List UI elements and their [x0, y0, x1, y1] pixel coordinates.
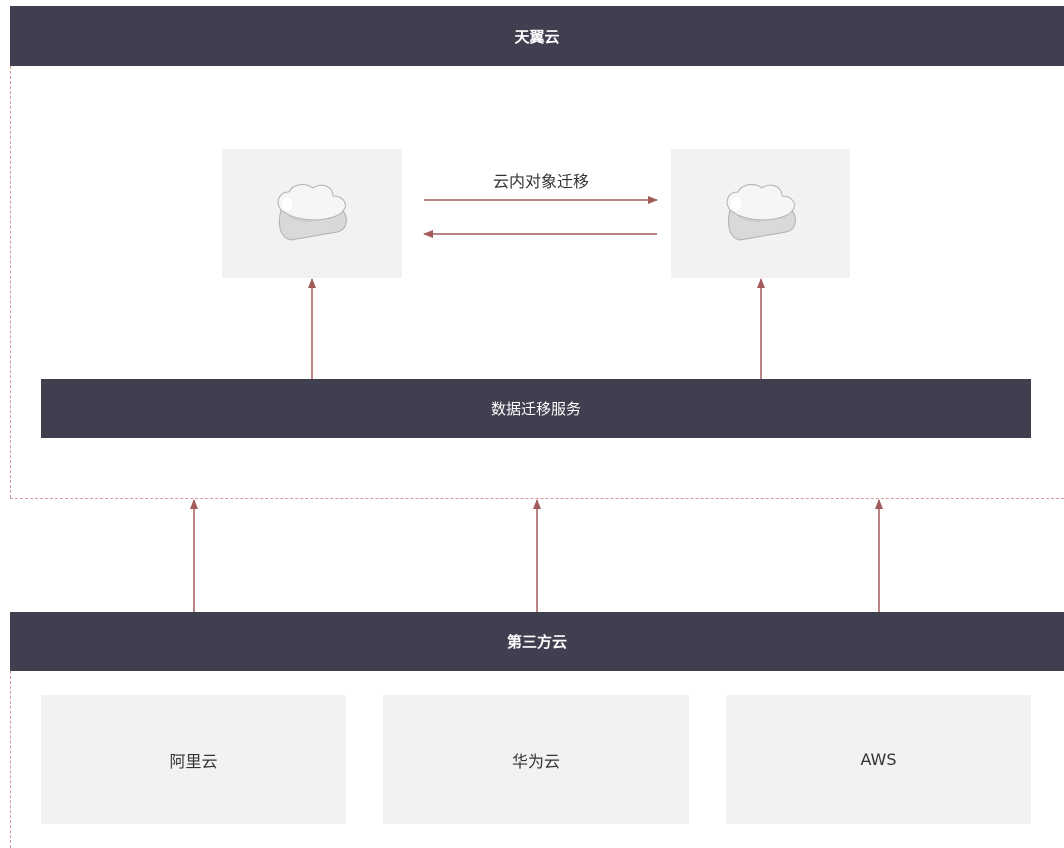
provider-box-aliyun: 阿里云: [41, 695, 346, 824]
provider-label: AWS: [860, 750, 897, 769]
data-migration-service-bar: 数据迁移服务: [41, 379, 1031, 438]
provider-label: 阿里云: [169, 751, 218, 771]
top-region-title: 天翼云: [514, 27, 560, 46]
top-region-header: 天翼云: [10, 6, 1064, 66]
top-region-left-border: [10, 66, 11, 498]
provider-label: 华为云: [511, 751, 560, 771]
cloud-icon: [277, 183, 347, 241]
bottom-region-title: 第三方云: [506, 633, 567, 651]
migration-label: 云内对象迁移: [492, 172, 589, 191]
bottom-region-header: 第三方云: [10, 612, 1064, 671]
bottom-region-left-border: [10, 671, 11, 848]
provider-box-huawei: 华为云: [383, 695, 689, 824]
provider-box-aws: AWS: [726, 695, 1031, 824]
source-bucket-box: [222, 149, 402, 278]
service-bar-label: 数据迁移服务: [490, 400, 581, 418]
region-divider: [10, 498, 1064, 499]
cloud-icon: [726, 183, 796, 241]
target-bucket-box: [671, 149, 850, 278]
